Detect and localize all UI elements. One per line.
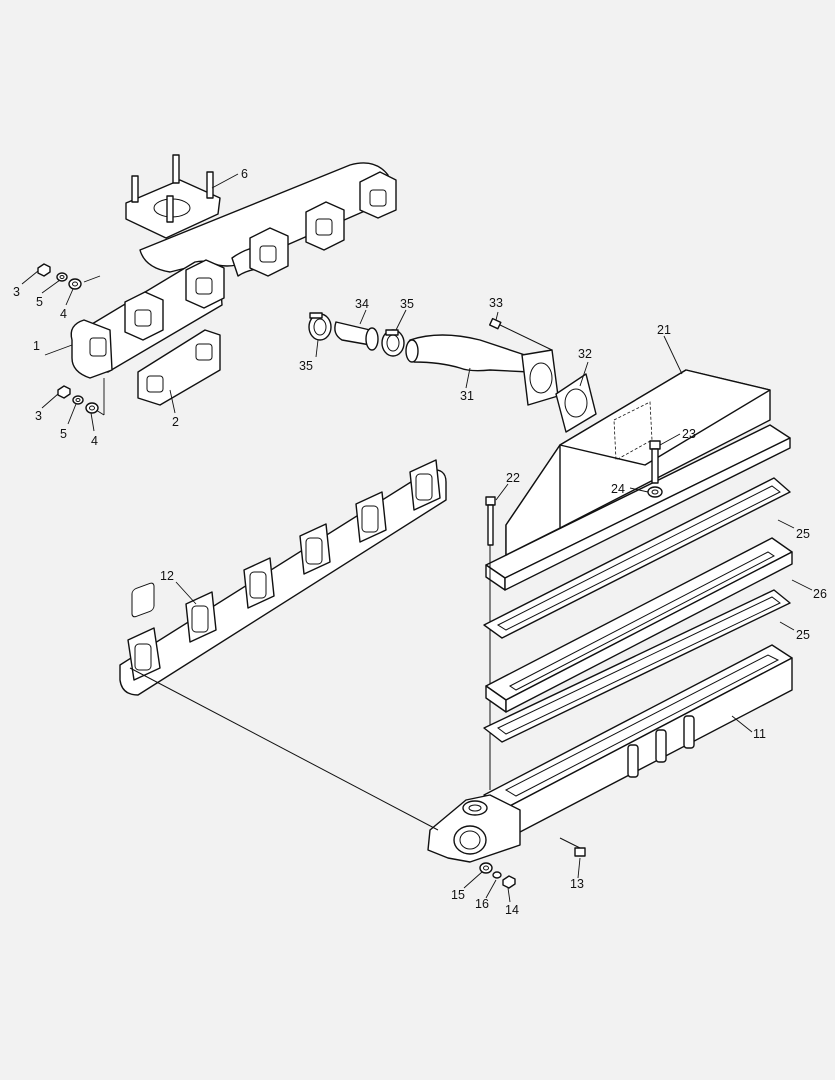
manifold-gasket[interactable] bbox=[137, 329, 221, 406]
nut-washer-set-lower[interactable] bbox=[57, 385, 99, 414]
callout-3-lower: 3 bbox=[35, 409, 42, 423]
callout-21: 21 bbox=[657, 323, 671, 337]
callout-15: 15 bbox=[451, 888, 465, 902]
callout-22: 22 bbox=[506, 471, 520, 485]
callout-5-upper: 5 bbox=[36, 295, 43, 309]
exhaust-manifold-front[interactable] bbox=[70, 259, 225, 416]
callout-labels: 6 1 2 3 5 4 3 5 4 34 35 35 33 31 32 21 2… bbox=[13, 167, 827, 917]
hose-clamp-right[interactable] bbox=[381, 329, 405, 357]
leader-lines bbox=[21, 173, 813, 903]
callout-25-lower: 25 bbox=[796, 628, 810, 642]
callout-23: 23 bbox=[682, 427, 696, 441]
housing-washer[interactable] bbox=[647, 486, 663, 498]
connecting-hose[interactable] bbox=[334, 321, 379, 351]
callout-6: 6 bbox=[241, 167, 248, 181]
callout-25-upper: 25 bbox=[796, 527, 810, 541]
callout-35-right: 35 bbox=[400, 297, 414, 311]
callout-33: 33 bbox=[489, 296, 503, 310]
callout-11: 11 bbox=[753, 727, 766, 741]
air-inlet-housing[interactable] bbox=[485, 369, 791, 591]
manifold-bolt[interactable] bbox=[559, 837, 586, 857]
housing-gasket-upper[interactable] bbox=[483, 477, 791, 639]
housing-gasket-lower[interactable] bbox=[483, 589, 791, 743]
callout-2: 2 bbox=[172, 415, 179, 429]
housing-bolt-short[interactable] bbox=[649, 440, 661, 484]
callout-4-lower: 4 bbox=[91, 434, 98, 448]
elbow-gasket[interactable] bbox=[555, 373, 597, 433]
callout-1: 1 bbox=[33, 339, 40, 353]
stud-washer-nut[interactable] bbox=[479, 862, 516, 889]
intercooler-spacer-frame[interactable] bbox=[485, 537, 793, 713]
callout-5-lower: 5 bbox=[60, 427, 67, 441]
callout-16: 16 bbox=[475, 897, 489, 911]
nut-washer-set-upper[interactable] bbox=[37, 263, 101, 290]
exhaust-manifold-rear[interactable] bbox=[125, 154, 397, 277]
callout-32: 32 bbox=[578, 347, 592, 361]
intake-manifold[interactable] bbox=[427, 644, 793, 863]
callout-14: 14 bbox=[505, 903, 519, 917]
intake-gasket-strip[interactable] bbox=[119, 459, 447, 831]
exhaust-elbow-pipe[interactable] bbox=[405, 323, 559, 406]
callout-24: 24 bbox=[611, 482, 625, 496]
callout-35-left: 35 bbox=[299, 359, 313, 373]
callout-13: 13 bbox=[570, 877, 584, 891]
elbow-bolt[interactable] bbox=[488, 317, 502, 330]
callout-3-upper: 3 bbox=[13, 285, 20, 299]
callout-12: 12 bbox=[160, 569, 174, 583]
callout-26: 26 bbox=[813, 587, 827, 601]
callout-31: 31 bbox=[460, 389, 474, 403]
callout-4-upper: 4 bbox=[60, 307, 67, 321]
callout-34: 34 bbox=[355, 297, 369, 311]
housing-bolt-long[interactable] bbox=[485, 496, 496, 790]
hose-clamp-left[interactable] bbox=[308, 312, 332, 341]
